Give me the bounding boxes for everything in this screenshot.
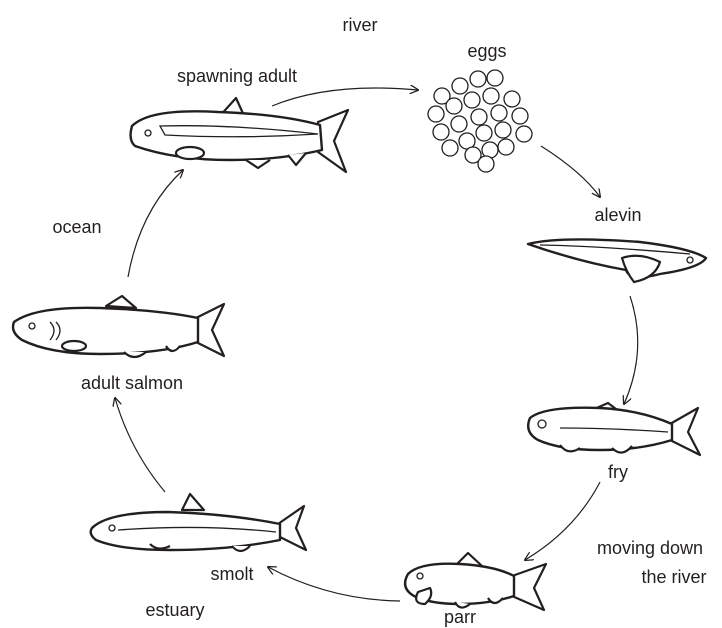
arrow-adult-to-spawning	[128, 170, 183, 277]
arrow-parr-to-smolt	[268, 567, 400, 601]
arrow-eggs-to-alevin	[541, 146, 600, 197]
habitat-label-ocean: ocean	[52, 217, 101, 237]
alevin-illustration	[528, 239, 706, 282]
habitat-label-estuary: estuary	[145, 600, 204, 620]
spawning-adult-illustration	[131, 98, 348, 172]
arrow-smolt-to-adult	[115, 398, 165, 492]
stage-label-alevin: alevin	[594, 205, 641, 225]
adult-salmon-illustration	[13, 296, 224, 357]
habitat-label-moving-down-2: the river	[641, 567, 706, 587]
fry-illustration	[528, 403, 700, 455]
stage-label-adult-salmon: adult salmon	[81, 373, 183, 393]
arrow-alevin-to-fry	[624, 296, 638, 404]
stage-label-smolt: smolt	[210, 564, 253, 584]
smolt-illustration	[91, 494, 306, 551]
arrow-spawning-to-eggs	[272, 88, 418, 106]
habitat-label-river: river	[343, 15, 378, 35]
stage-label-parr: parr	[444, 607, 476, 627]
habitat-label-moving-down-1: moving down	[597, 538, 703, 558]
stage-label-spawning-adult: spawning adult	[177, 66, 297, 86]
arrow-fry-to-parr	[525, 482, 600, 560]
stage-label-fry: fry	[608, 462, 628, 482]
eggs-illustration	[428, 70, 532, 172]
parr-illustration	[405, 553, 546, 610]
stage-label-eggs: eggs	[467, 41, 506, 61]
